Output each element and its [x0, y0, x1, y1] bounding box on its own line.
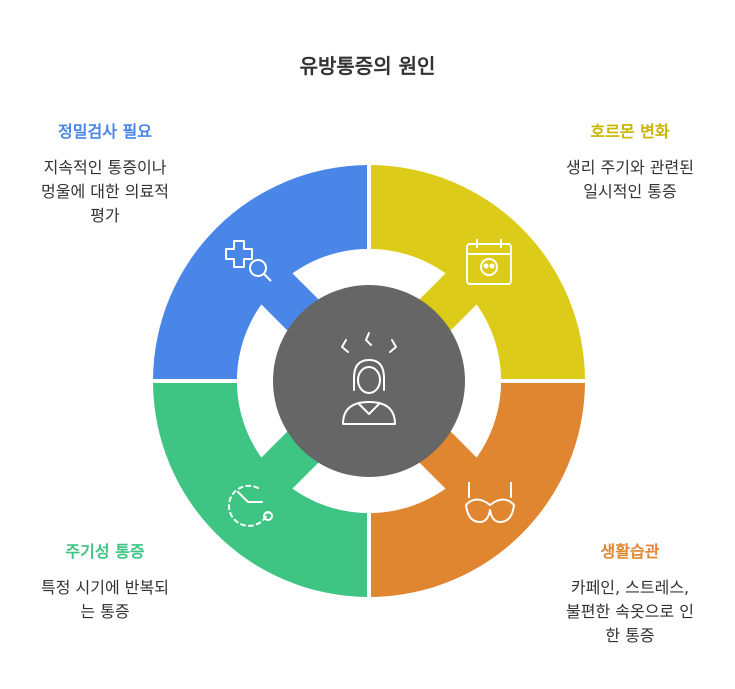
top-right-body: 생리 주기와 관련된 일시적인 통증: [566, 158, 694, 201]
segment-top-right: [371, 165, 585, 379]
segment-top-right-text: 호르몬 변화 생리 주기와 관련된 일시적인 통증: [530, 118, 730, 204]
diagram-title: 유방통증의 원인: [299, 54, 436, 78]
calendar-skull-icon: [466, 239, 512, 285]
top-left-body: 지속적인 통증이나 멍울에 대한 의료적 평가: [41, 158, 169, 225]
bottom-left-heading: 주기성 통증: [65, 542, 145, 561]
segment-top-left: [153, 165, 367, 379]
search-medical-icon: [225, 240, 272, 282]
stressed-woman-icon: [341, 332, 397, 425]
bottom-right-body: 카페인, 스트레스, 불편한 속옷으로 인 한 통증: [566, 578, 694, 645]
bottom-right-heading: 생활습관: [600, 542, 660, 561]
segment-bottom-right: [371, 383, 585, 597]
segment-top-left-text: 정밀검사 필요 지속적인 통증이나 멍울에 대한 의료적 평가: [5, 118, 205, 228]
segment-bottom-right-text: 생활습관 카페인, 스트레스, 불편한 속옷으로 인 한 통증: [530, 538, 730, 648]
segment-bottom-left: [153, 383, 367, 597]
bra-icon: [465, 482, 515, 523]
bottom-left-body: 특정 시기에 반복되 는 통증: [41, 578, 169, 621]
segment-bottom-left-text: 주기성 통증 특정 시기에 반복되 는 통증: [5, 538, 205, 624]
top-right-heading: 호르몬 변화: [590, 122, 670, 141]
top-left-heading: 정밀검사 필요: [58, 122, 152, 141]
cycle-clock-icon: [228, 484, 273, 527]
center-circle: [273, 285, 465, 477]
